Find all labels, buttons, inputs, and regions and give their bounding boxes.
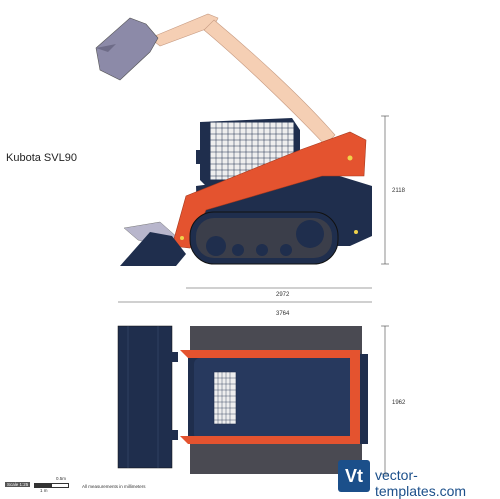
raised-arm-ghost xyxy=(95,13,336,146)
scale-label: Scale 1:25 xyxy=(5,482,31,487)
width-dimension-line xyxy=(381,325,389,475)
brand-logo-icon: Vt xyxy=(338,460,370,492)
length-dimension-lines xyxy=(118,287,372,303)
bucket xyxy=(120,232,186,266)
length-dimension-label: 2972 xyxy=(276,292,290,298)
page-title: Kubota SVL90 xyxy=(6,152,77,164)
width-dimension-label: 1962 xyxy=(392,400,406,406)
height-dimension-line xyxy=(381,115,389,265)
scale-bar: Scale 1:25 0.5m 1 m xyxy=(4,476,74,493)
track xyxy=(189,211,339,265)
height-dimension-label: 2118 xyxy=(392,188,405,194)
scale-small-label: 0.5m xyxy=(56,476,67,481)
scale-segment-light xyxy=(51,483,69,488)
brand-watermark: Vt vector-templates.com xyxy=(338,460,498,499)
measurement-note: All measurements in millimeters xyxy=(82,484,146,489)
total-length-dimension-label: 3764 xyxy=(276,311,290,317)
top-view xyxy=(117,325,368,474)
scale-large-label: 1 m xyxy=(40,488,48,493)
brand-text: vector-templates.com xyxy=(375,467,467,499)
